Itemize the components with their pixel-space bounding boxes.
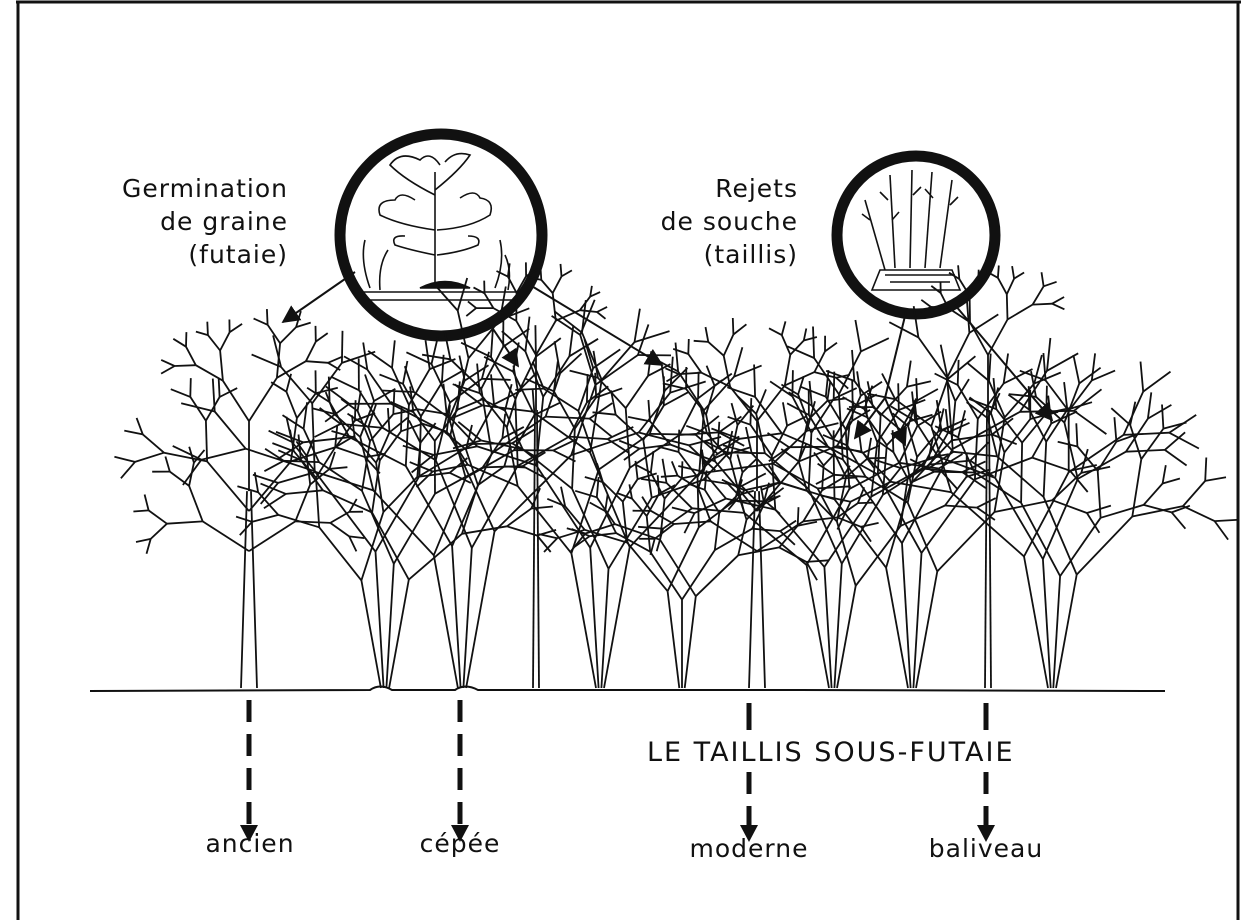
trees-group [114, 262, 1236, 688]
marker-ancien [240, 700, 258, 842]
rejets-label: Rejets de souche (taillis) [640, 172, 798, 271]
germination-line-1: Germination [110, 172, 288, 205]
label-moderne: moderne [669, 832, 829, 865]
label-baliveau: baliveau [906, 832, 1066, 865]
label-cepee: cépée [390, 827, 530, 860]
rejets-line-1: Rejets [640, 172, 798, 205]
diagram-title: LE TAILLIS SOUS-FUTAIE [647, 736, 1087, 769]
label-ancien: ancien [180, 827, 320, 860]
marker-moderne [740, 703, 758, 842]
marker-baliveau [977, 703, 995, 842]
rejets-circle [837, 156, 995, 314]
marker-cepee [451, 700, 469, 842]
germination-line-2: de graine [110, 205, 288, 238]
rejets-line-3: (taillis) [640, 238, 798, 271]
germination-label: Germination de graine (futaie) [110, 172, 288, 271]
germination-line-3: (futaie) [110, 238, 288, 271]
ground-line [90, 687, 1165, 692]
rejets-line-2: de souche [640, 205, 798, 238]
germination-circle [340, 134, 542, 336]
